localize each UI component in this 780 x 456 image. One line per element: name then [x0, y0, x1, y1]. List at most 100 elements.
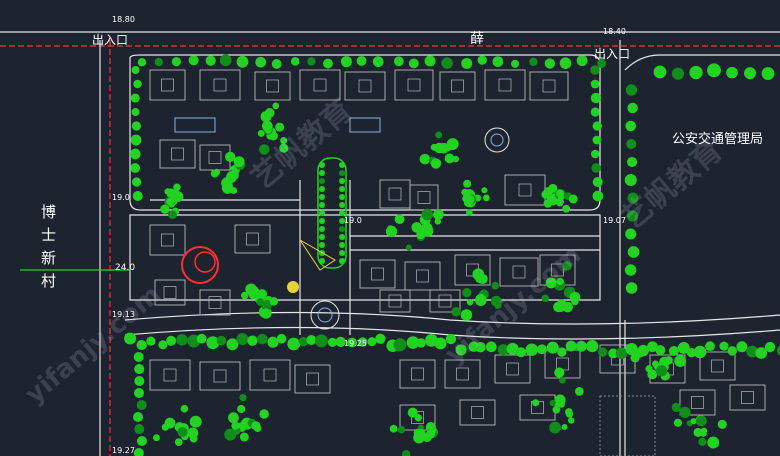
elevation-label: 19.0 [344, 216, 362, 225]
yellow-sculpture [287, 281, 299, 293]
tree-symbol [180, 404, 189, 413]
building-core [263, 368, 277, 382]
tree-symbol [339, 210, 345, 216]
tree-symbol [625, 342, 638, 356]
tree-symbol [764, 341, 776, 353]
tree-symbol [137, 58, 147, 67]
tree-symbol [719, 341, 729, 351]
tree-symbol [544, 58, 555, 69]
tree-symbol [389, 424, 398, 433]
tree-symbol [233, 156, 245, 168]
landscape-features [174, 117, 656, 456]
tree-symbol [475, 342, 486, 353]
tree-symbol [608, 348, 619, 359]
village-label: 博士新村 [39, 204, 57, 296]
tree-symbol [590, 92, 602, 104]
building-footprint [254, 71, 291, 101]
red-garden-feature [181, 246, 219, 284]
tree-symbol [592, 121, 602, 131]
tree-symbol [491, 281, 500, 290]
tree-symbol [624, 264, 637, 276]
tree-symbol [397, 425, 406, 434]
north-fountain [484, 127, 510, 153]
building-footprint [359, 259, 396, 289]
tree-symbol [416, 229, 426, 240]
tree-symbol [568, 417, 575, 424]
tree-symbol [339, 186, 345, 192]
building-core [306, 372, 319, 386]
red-garden-feature-inner [194, 251, 216, 273]
tree-symbol [174, 438, 183, 446]
tree-symbol [176, 334, 188, 346]
tree-symbol [357, 337, 368, 347]
tree-symbol [264, 108, 275, 118]
building-footprint [499, 257, 539, 287]
tree-symbol [136, 340, 147, 350]
tree-symbol [323, 58, 333, 69]
tree-symbol [387, 225, 394, 232]
tree-symbol [433, 209, 444, 220]
tree-symbol [481, 187, 488, 194]
tree-symbol [253, 424, 262, 433]
building-footprint [379, 179, 411, 209]
tree-symbol [559, 57, 572, 69]
tree-symbol [690, 418, 697, 425]
paved-plaza-southeast [599, 395, 656, 456]
tree-symbol [189, 415, 202, 428]
tree-symbol [461, 188, 469, 196]
building-footprint [459, 399, 496, 426]
building-footprint [199, 289, 231, 316]
tree-symbol [216, 335, 227, 346]
tree-symbol [776, 345, 780, 356]
tree-symbol [543, 187, 553, 197]
tree-symbol [726, 66, 738, 79]
building-core [246, 232, 259, 246]
tree-symbol [319, 202, 325, 208]
tree-symbol [130, 93, 140, 103]
tree-symbol [339, 218, 345, 224]
tree-symbol [693, 345, 707, 359]
tree-symbol [129, 148, 141, 160]
building-core [456, 367, 469, 381]
tree-symbol [173, 183, 181, 191]
tree-symbol [340, 56, 352, 68]
tree-symbol [743, 67, 757, 80]
tree-symbol [319, 210, 325, 216]
tree-symbol [375, 333, 386, 344]
tree-symbol [627, 192, 639, 204]
tree-symbol [327, 337, 338, 347]
tree-symbol [239, 432, 249, 442]
tree-symbol [339, 170, 345, 176]
left-entrance-label: 出入口 [92, 33, 129, 47]
tree-symbol [167, 197, 175, 205]
building-core [388, 294, 402, 308]
tree-symbol [255, 56, 267, 68]
tree-symbol [575, 387, 584, 396]
tree-symbol [698, 437, 707, 446]
tree-symbol [653, 65, 667, 79]
tree-symbol [444, 153, 455, 164]
tree-symbol [153, 434, 160, 442]
tree-symbol [755, 347, 768, 359]
tree-symbol [655, 365, 668, 377]
tree-symbol [172, 191, 184, 202]
building-footprint [344, 71, 386, 101]
tree-symbol [133, 352, 144, 362]
tree-symbol [271, 59, 282, 69]
tree-symbol [237, 404, 246, 414]
tree-symbol [219, 54, 232, 67]
tree-symbol [537, 344, 547, 355]
tree-symbol [561, 423, 568, 430]
tree-symbol [461, 57, 473, 69]
tree-symbol [248, 285, 259, 297]
tree-symbol [590, 79, 600, 89]
tree-symbol [240, 291, 249, 300]
tree-symbol [261, 120, 273, 132]
building-core [388, 187, 402, 201]
building-footprint [729, 384, 766, 411]
building-core [506, 362, 519, 376]
building-footprint [444, 359, 481, 389]
east-block-edge [624, 54, 780, 71]
tree-symbol [430, 143, 438, 151]
